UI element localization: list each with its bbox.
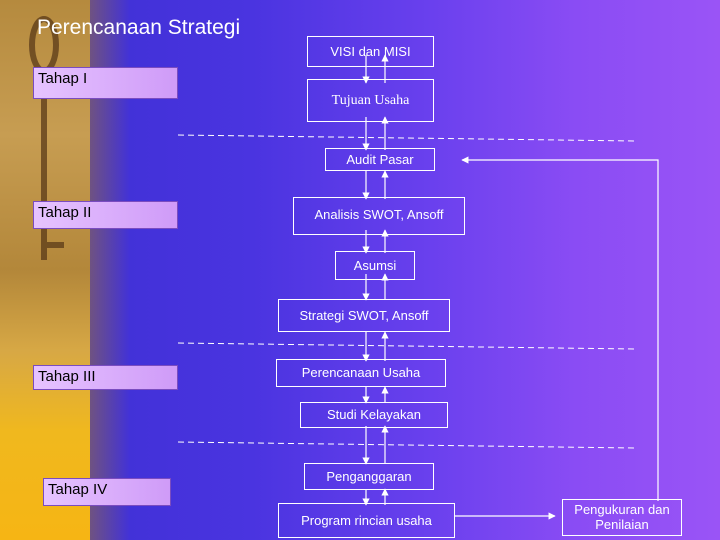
node-penganggaran: Penganggaran — [304, 463, 434, 490]
node-program: Program rincian usaha — [278, 503, 455, 538]
node-analisis: Analisis SWOT, Ansoff — [293, 197, 465, 235]
node-studi-kelayakan: Studi Kelayakan — [300, 402, 448, 428]
stage-separator-1 — [178, 135, 635, 141]
node-perencanaan-usaha: Perencanaan Usaha — [276, 359, 446, 387]
stage-separator-2 — [178, 343, 635, 349]
node-audit-pasar: Audit Pasar — [325, 148, 435, 171]
node-tujuan-usaha: Tujuan Usaha — [307, 79, 434, 122]
node-asumsi: Asumsi — [335, 251, 415, 280]
node-pengukuran: Pengukuran dan Penilaian — [562, 499, 682, 536]
node-visi-misi: VISI dan MISI — [307, 36, 434, 67]
node-strategi: Strategi SWOT, Ansoff — [278, 299, 450, 332]
stage-separator-3 — [178, 442, 635, 448]
